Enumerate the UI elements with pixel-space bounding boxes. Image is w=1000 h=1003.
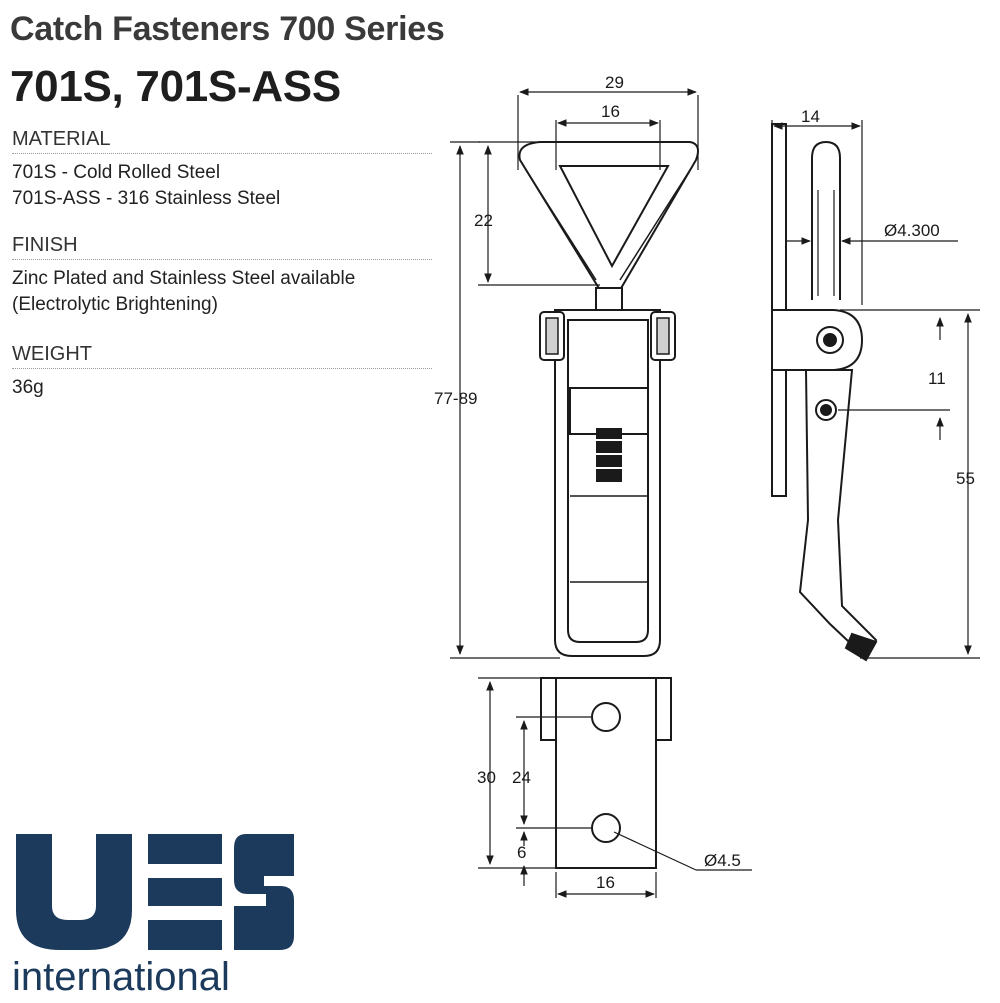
weight-heading: WEIGHT — [12, 343, 432, 369]
side-view — [771, 123, 878, 662]
front-view-dimensions — [450, 88, 699, 659]
dim-keeper-height: 30 — [477, 768, 496, 787]
ues-logo-mark: international — [12, 834, 294, 999]
dim-front-width-inner: 16 — [601, 102, 620, 121]
material-section: MATERIAL 701S - Cold Rolled Steel 701S-A… — [12, 128, 432, 212]
finish-line-2: (Electrolytic Brightening) — [12, 294, 218, 315]
keeper-view — [540, 677, 672, 869]
dim-keeper-hole-diameter: Ø4.5 — [704, 851, 741, 870]
front-view — [518, 141, 699, 657]
material-line-1: 701S - Cold Rolled Steel — [12, 162, 221, 183]
dim-front-width-outer: 29 — [605, 73, 624, 92]
series-title: Catch Fasteners 700 Series — [10, 10, 445, 48]
weight-value: 36g — [12, 377, 44, 398]
dim-side-hole-spacing: 11 — [928, 369, 946, 388]
model-title: 701S, 701S-ASS — [10, 62, 341, 111]
side-view-dimensions — [771, 120, 980, 659]
dim-keeper-width: 16 — [596, 873, 615, 892]
material-heading: MATERIAL — [12, 128, 432, 154]
dim-keeper-hole-pitch: 24 — [512, 768, 531, 787]
weight-section: WEIGHT 36g — [12, 343, 432, 401]
finish-line-1: Zinc Plated and Stainless Steel availabl… — [12, 268, 356, 289]
finish-section: FINISH Zinc Plated and Stainless Steel a… — [12, 234, 432, 318]
dim-front-hook-height: 22 — [474, 211, 493, 230]
dim-side-lever-length: 55 — [956, 469, 975, 488]
dim-side-pin-diameter: Ø4.300 — [884, 221, 940, 240]
logo-wordmark: international — [12, 955, 230, 998]
keeper-view-dimensions — [478, 677, 752, 898]
ues-logo: international — [10, 828, 300, 999]
finish-heading: FINISH — [12, 234, 432, 260]
dim-side-thickness: 14 — [801, 107, 820, 126]
dim-front-overall-length: 77-89 — [434, 389, 477, 408]
material-line-2: 701S-ASS - 316 Stainless Steel — [12, 188, 281, 209]
dim-keeper-edge-offset: 6 — [517, 843, 526, 862]
